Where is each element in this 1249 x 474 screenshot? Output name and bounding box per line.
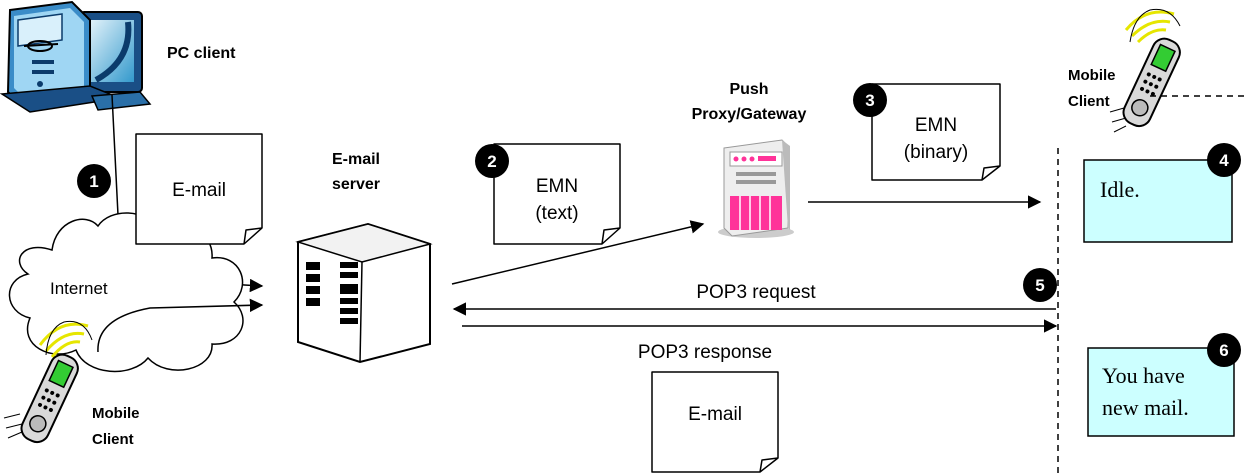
emn-binary-note-line1: EMN (915, 115, 957, 136)
email-note-bottom (651, 371, 779, 473)
mobile-client-bottom-label-line1: Mobile (92, 405, 140, 422)
emn-text-note-line2: (text) (535, 203, 578, 224)
email-note-top-text: E-mail (172, 180, 226, 201)
push-gateway-server-icon (718, 139, 794, 238)
server-to-gateway-arrow (451, 220, 705, 285)
push-gateway-label-line1: Push (729, 81, 768, 98)
mobile-screen-new-mail (1087, 347, 1235, 437)
internet-label: Internet (50, 279, 108, 298)
step-badge-4: 4 (1207, 143, 1241, 177)
pc-client-computer-icon (0, 0, 152, 113)
mobile-screen-idle-text: Idle. (1100, 177, 1140, 202)
emn-text-note-line1: EMN (536, 176, 578, 197)
email-note-bottom-text: E-mail (688, 404, 742, 425)
svg-text:6: 6 (1219, 341, 1228, 360)
emn-text-note (493, 143, 621, 245)
mobile-phone-icon-bottom (3, 320, 93, 444)
step-badge-5: 5 (1023, 268, 1057, 302)
mobile-client-bottom-label-line2: Client (92, 431, 134, 448)
step-badge-3: 3 (853, 83, 887, 117)
svg-text:1: 1 (89, 172, 98, 191)
svg-text:3: 3 (865, 91, 874, 110)
step-badge-2: 2 (475, 144, 509, 178)
push-gateway-label-line2: Proxy/Gateway (692, 106, 807, 123)
step-badge-6: 6 (1207, 333, 1241, 367)
mobile-screen-new-mail-line2: new mail. (1102, 395, 1189, 420)
mobile-phone-icon-top (1109, 8, 1181, 133)
pop3-request-label: POP3 request (696, 282, 816, 303)
emn-binary-note (871, 83, 1001, 181)
svg-text:2: 2 (487, 152, 496, 171)
step-badge-1: 1 (77, 164, 111, 198)
mobile-to-server-arrow (97, 298, 264, 353)
email-server-label-line1: E-mail (332, 151, 380, 168)
email-server-icon (295, 222, 433, 364)
mobile-client-top-label-line1: Mobile (1068, 67, 1116, 84)
email-note-top (135, 133, 263, 245)
mobile-client-top-label-line2: Client (1068, 93, 1110, 110)
mobile-screen-new-mail-line1: You have (1102, 363, 1185, 388)
emn-binary-note-line2: (binary) (904, 142, 968, 163)
pc-client-label: PC client (167, 45, 236, 62)
mobile-screen-idle (1083, 159, 1233, 243)
pop3-response-label: POP3 response (638, 342, 772, 363)
email-server-label-line2: server (332, 176, 380, 193)
svg-text:5: 5 (1035, 276, 1044, 295)
svg-text:4: 4 (1219, 151, 1229, 170)
